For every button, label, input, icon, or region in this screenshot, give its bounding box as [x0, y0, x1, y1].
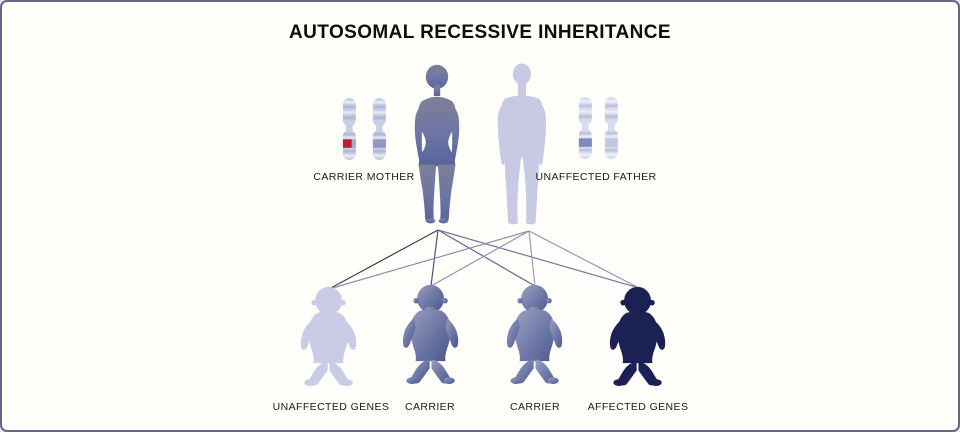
mutated-gene-band — [342, 139, 352, 148]
father-label: UNAFFECTED FATHER — [535, 171, 657, 183]
mother-figure — [414, 64, 460, 224]
child-label-carrier-1: CARRIER — [404, 401, 456, 413]
line-father-child3 — [528, 230, 536, 287]
line-mother-child4 — [437, 229, 640, 289]
page-title: AUTOSOMAL RECESSIVE INHERITANCE — [289, 22, 671, 43]
faint-gene-band — [604, 138, 618, 147]
child-label-affected: AFFECTED GENES — [587, 401, 689, 413]
line-father-child4 — [528, 230, 640, 289]
line-mother-child1 — [328, 229, 439, 290]
father-chromosome-pair — [578, 97, 618, 160]
normal-gene-band — [372, 139, 386, 148]
normal-gene-band — [578, 138, 592, 147]
line-mother-child3 — [437, 229, 536, 287]
father-chromosome-1 — [578, 97, 592, 160]
mother-chromosome-mutated — [342, 98, 356, 161]
line-father-child2 — [430, 230, 530, 287]
baby-figure-affected — [609, 286, 666, 386]
father-chromosome-2 — [604, 97, 618, 160]
mother-chromosome-normal — [372, 98, 386, 161]
child-label-carrier-2: CARRIER — [509, 401, 561, 413]
mother-label: CARRIER MOTHER — [313, 171, 415, 183]
baby-figure-unaffected — [300, 286, 357, 386]
child-label-unaffected: UNAFFECTED GENES — [272, 401, 390, 413]
inheritance-lines — [328, 229, 640, 290]
baby-figure-carrier-2 — [506, 284, 563, 384]
father-figure — [497, 63, 546, 225]
baby-figure-carrier-1 — [402, 284, 459, 384]
mother-chromosome-pair — [342, 98, 386, 161]
line-father-child1 — [328, 230, 530, 290]
